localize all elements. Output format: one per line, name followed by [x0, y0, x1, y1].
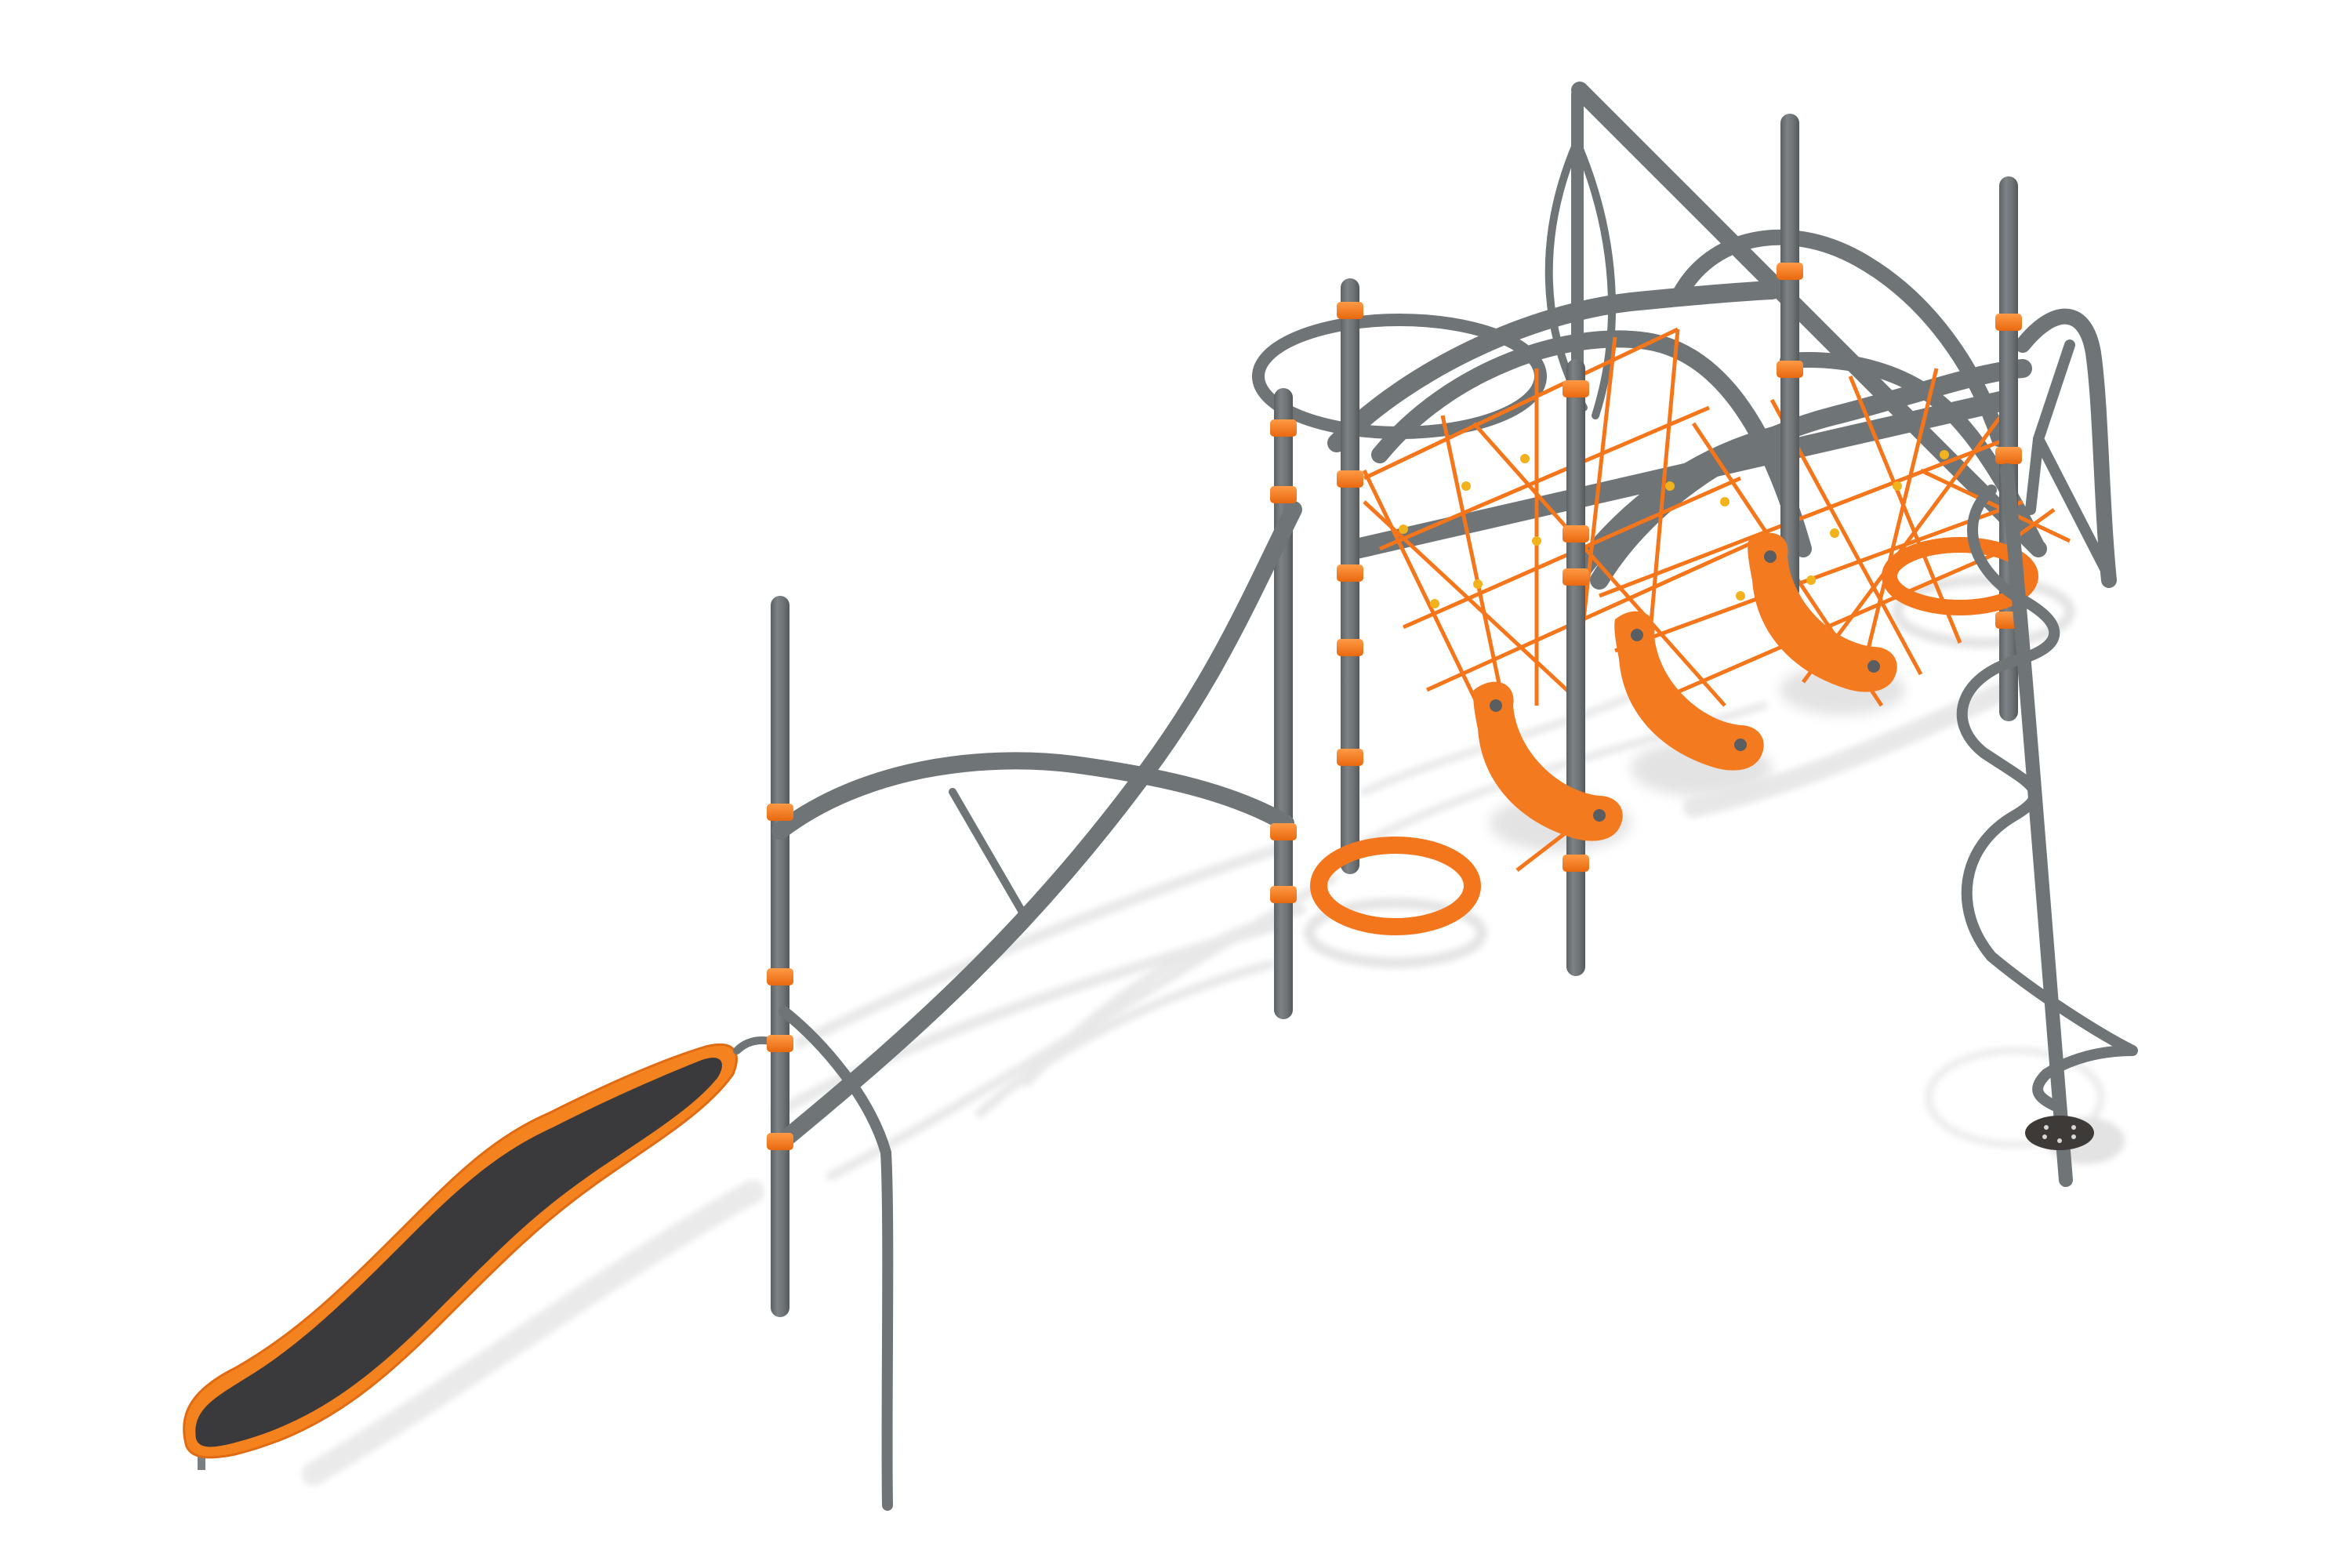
post-a [771, 596, 789, 1317]
post-d [1566, 359, 1585, 976]
ring-right [1882, 537, 2038, 615]
clamps [767, 263, 2022, 1150]
seat-3 [1748, 532, 1897, 692]
slide [183, 1043, 738, 1470]
seat-1 [1473, 681, 1623, 841]
posts [771, 114, 2018, 1317]
post-b [1274, 388, 1293, 1019]
stepping-seats [1473, 532, 1897, 841]
post-e [1780, 114, 1799, 600]
base-plate [2025, 1116, 2094, 1150]
rope-rings [1310, 537, 2038, 935]
spiral-climber [1956, 463, 2138, 1187]
seat-2 [1614, 611, 1764, 771]
slide-surface [195, 1058, 722, 1447]
ring-left [1310, 837, 1481, 935]
base-bolts [2042, 1125, 2076, 1143]
arch-bridge [733, 501, 1302, 1511]
